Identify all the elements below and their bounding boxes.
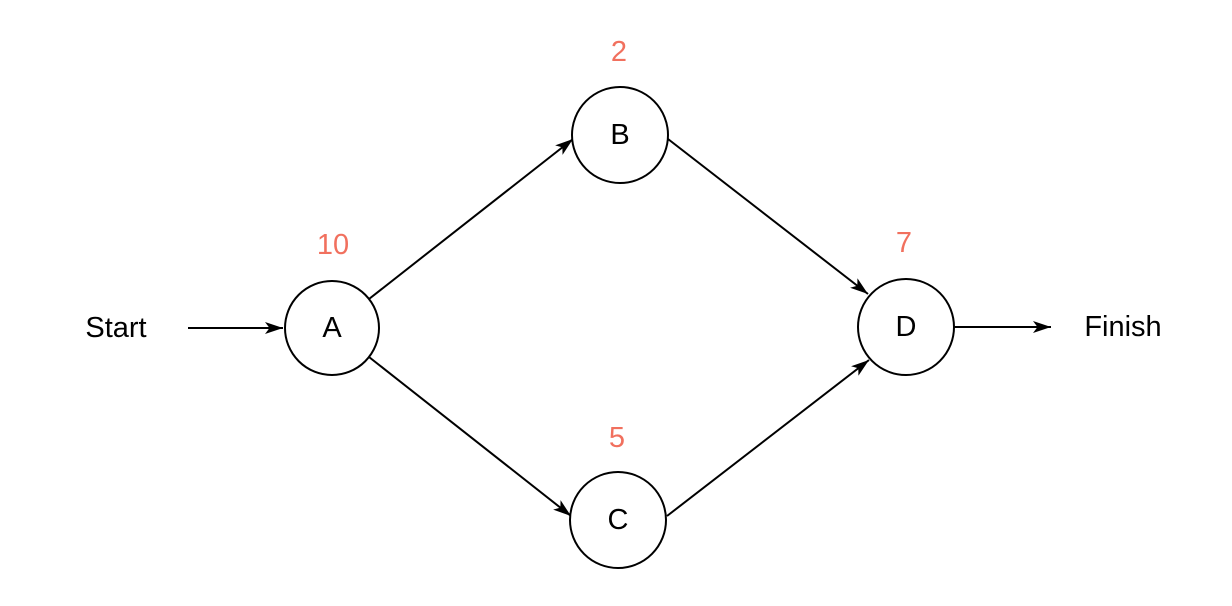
finish-label: Finish [1084,311,1161,343]
start-label: Start [85,312,146,344]
node-b-circle [571,86,669,184]
edge-a-to-c [368,356,572,517]
edge-a-to-b [368,138,574,300]
node-c-weight: 5 [609,422,625,454]
node-a-circle [284,280,380,376]
node-a: A 10 [284,229,380,376]
node-b-weight: 2 [611,36,627,68]
node-b-label: B [610,119,629,151]
node-c-circle [569,471,667,569]
node-c-label: C [608,504,629,536]
edge-c-to-d [666,359,870,517]
node-d-weight: 7 [896,227,912,259]
node-d-circle [857,278,955,376]
node-a-weight: 10 [317,229,349,261]
node-c: C 5 [569,422,667,569]
node-b: B 2 [571,36,669,184]
edge-b-to-d [667,138,869,295]
node-d-label: D [896,311,917,343]
node-d: D 7 [857,227,955,376]
node-a-label: A [322,312,342,344]
